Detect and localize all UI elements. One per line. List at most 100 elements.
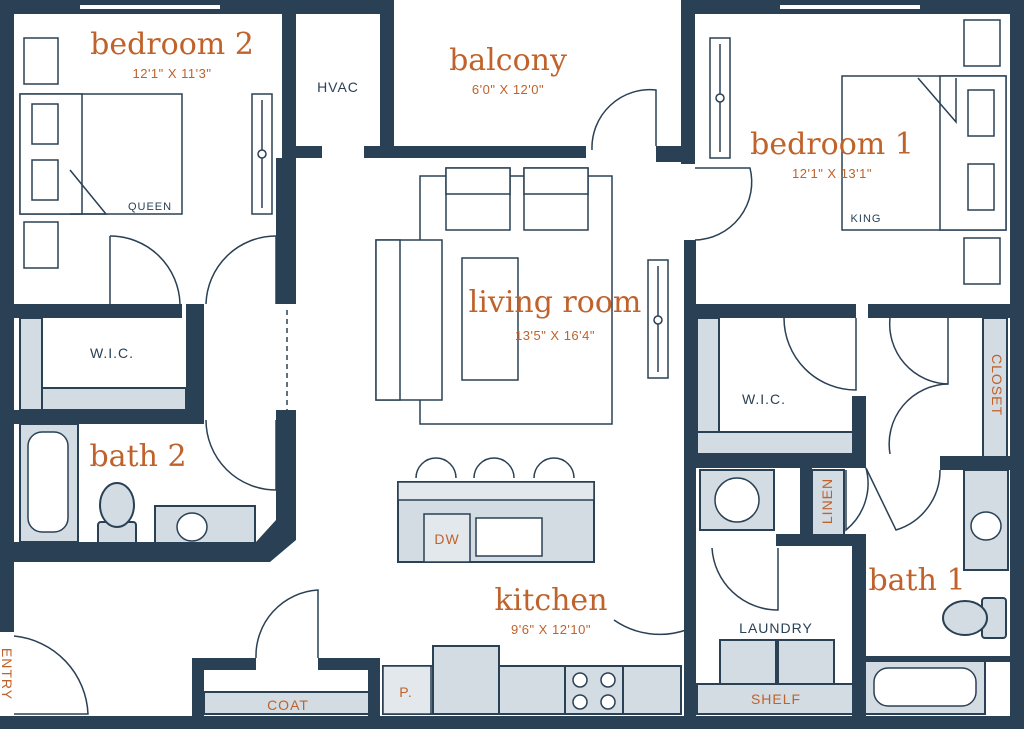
island-bar	[397, 481, 595, 501]
wic-right-shelf-left	[696, 317, 720, 433]
king-pillow	[967, 89, 995, 137]
bedroom2-nightstand-top	[23, 37, 59, 85]
sink-2	[176, 512, 208, 542]
refrigerator	[432, 645, 500, 715]
armchair-left-back	[445, 167, 511, 195]
wic-left-shelf-bottom	[41, 387, 187, 411]
laundry-door	[711, 547, 779, 611]
label-pantry: P.	[399, 684, 412, 700]
room-name-bedroom1: bedroom 1	[750, 127, 914, 162]
coat-door	[255, 589, 319, 659]
bath1-door	[865, 467, 941, 531]
balcony-door	[591, 88, 657, 151]
balcony-wall-left	[380, 0, 394, 158]
label-king: KING	[851, 213, 882, 225]
pantry	[382, 665, 432, 715]
coat-wall-left	[192, 658, 204, 716]
room-labels: bedroom 2 12'1" X 11'3" balcony 6'0" X 1…	[89, 27, 965, 637]
sink-1	[970, 511, 1002, 541]
linen-wall	[800, 468, 812, 546]
label-coat: COAT	[267, 697, 309, 713]
label-dishwasher: DW	[434, 531, 459, 547]
room-name-balcony: balcony	[449, 43, 567, 78]
bar-stool	[415, 457, 457, 479]
room-dims-kitchen: 9'6" X 12'10"	[511, 622, 591, 637]
toilet-1-bowl	[942, 600, 988, 636]
room-name-bath1: bath 1	[868, 563, 965, 598]
entry-door	[13, 635, 89, 715]
wic-right-shelf-bottom	[696, 431, 856, 455]
room-name-bath2: bath 2	[89, 439, 186, 474]
label-hvac: HVAC	[317, 79, 359, 95]
bedroom1-door	[694, 167, 753, 241]
fixtures	[19, 317, 1009, 715]
bath1-wall-left	[852, 534, 866, 716]
bar-stool	[473, 457, 515, 479]
king-pillow	[967, 163, 995, 211]
wic-left-shelf-left	[19, 317, 43, 411]
linen-door	[845, 467, 869, 532]
room-name-kitchen: kitchen	[494, 583, 607, 618]
armchair-right-back	[523, 167, 589, 195]
room-name-living-room: living room	[469, 285, 642, 320]
queen-pillow	[31, 103, 59, 145]
label-shelf: SHELF	[751, 691, 801, 707]
room-dims-bedroom2: 12'1" X 11'3"	[132, 66, 211, 81]
coffee-table	[461, 257, 519, 381]
bedroom2-nightstand-bottom	[23, 221, 59, 269]
hvac-wall-bottom-right	[364, 146, 394, 158]
exterior-wall-right	[1010, 0, 1024, 729]
bedroom1-wall-left	[684, 240, 696, 716]
laundry-wall-mid	[776, 534, 866, 546]
closet-door-lower	[888, 383, 949, 455]
coat-wall-top-right	[318, 658, 380, 670]
burner	[572, 694, 588, 710]
burner	[600, 672, 616, 688]
sofa-back	[375, 239, 401, 401]
label-entry: ENTRY	[0, 648, 15, 700]
bathtub-2-basin	[27, 431, 69, 533]
window	[780, 5, 920, 9]
room-dims-bedroom1: 12'1" X 13'1"	[792, 166, 872, 181]
range	[564, 665, 624, 715]
room-dims-balcony: 6'0" X 12'0"	[472, 82, 544, 97]
dresser-knob	[257, 149, 267, 159]
laundry-wall-top	[684, 454, 866, 468]
dryer	[777, 639, 835, 685]
furniture	[19, 19, 1007, 479]
bedroom1-wall-bottom-right	[868, 304, 1010, 318]
label-laundry: LAUNDRY	[739, 620, 813, 636]
balcony-wall-bottom-right	[656, 146, 695, 162]
window	[80, 5, 220, 9]
tv-console-knob	[653, 315, 663, 325]
room-name-bedroom2: bedroom 2	[90, 27, 254, 62]
closet-door-upper	[888, 317, 949, 385]
bath1-tub-wall	[864, 656, 1010, 662]
queen-bed-sheet-fold	[69, 169, 108, 215]
wic-left-door-swing	[109, 235, 181, 305]
toilet-2-bowl	[99, 482, 135, 528]
water-heater-tank	[714, 477, 760, 523]
bath2-door	[205, 419, 277, 491]
bedroom1-nightstand-bottom	[963, 237, 1001, 285]
hvac-wall-bottom	[282, 146, 322, 158]
label-wic-right: W.I.C.	[742, 391, 786, 407]
exterior-wall-bottom	[0, 716, 1024, 729]
label-wic-left: W.I.C.	[90, 345, 134, 361]
wic-right-wall	[852, 396, 866, 462]
wic-right-door	[783, 317, 857, 391]
dresser-knob	[715, 93, 725, 103]
bath2-wall-bottom	[14, 520, 296, 562]
linen-shelf	[811, 469, 845, 537]
bath2-wall-right	[276, 410, 296, 520]
bath2-wall-top	[14, 410, 204, 424]
label-queen: QUEEN	[128, 201, 172, 213]
burner	[572, 672, 588, 688]
balcony-wall-right	[681, 0, 695, 164]
fixture-labels: HVAC QUEEN KING W.I.C. W.I.C. CLOSET LIN…	[0, 79, 1005, 713]
label-linen: LINEN	[819, 478, 835, 524]
burner	[600, 694, 616, 710]
label-closet: CLOSET	[989, 354, 1005, 416]
king-bed-sheet-fold	[917, 77, 957, 125]
